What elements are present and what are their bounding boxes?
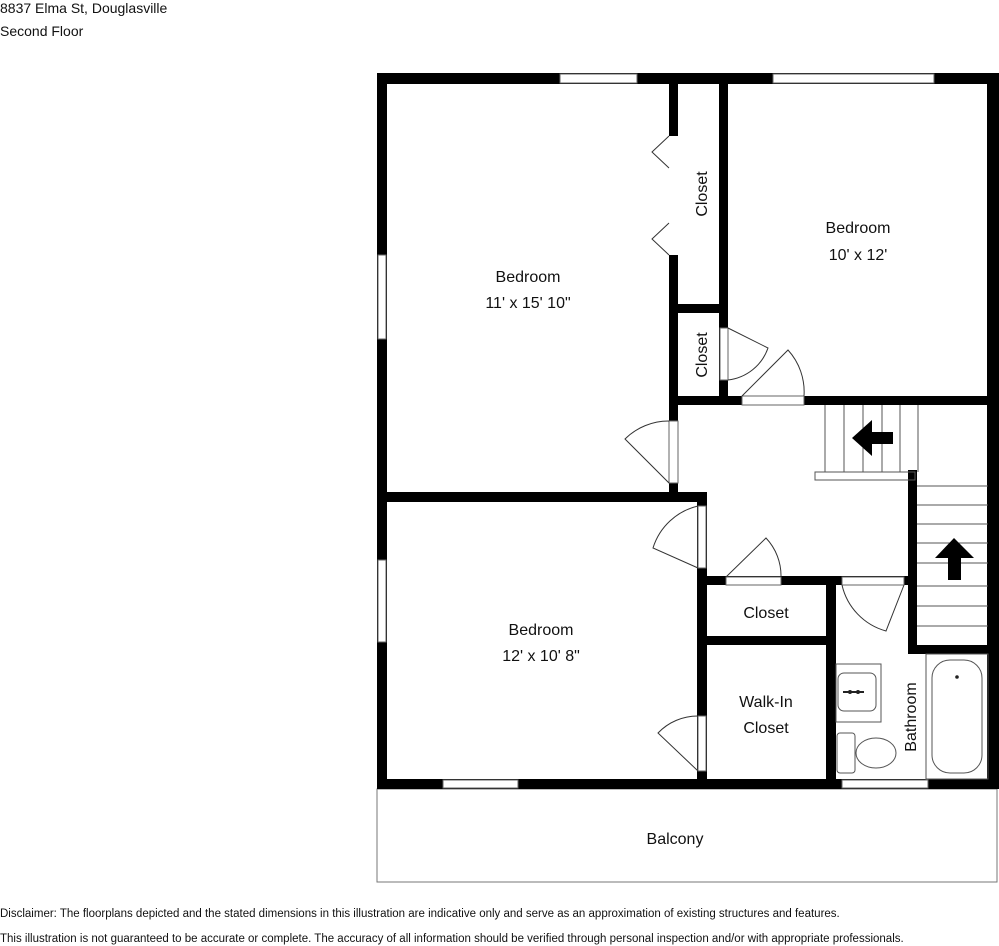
wall-bottom	[377, 779, 999, 789]
wall-closet-left-bottom	[669, 255, 678, 500]
disclaimer-line-2: This illustration is not guaranteed to b…	[0, 933, 904, 945]
door-bedroom-b	[741, 395, 805, 406]
window-left-lower	[377, 559, 387, 643]
closet-label-small: Closet	[694, 332, 711, 378]
door-swing-bathroom	[841, 584, 905, 632]
stairs-arrow-up-icon	[935, 538, 974, 580]
door-bedroom-a	[668, 420, 679, 484]
bedroom-b-size: 10' x 12'	[829, 247, 888, 264]
toilet	[836, 732, 897, 774]
bathtub	[925, 653, 989, 780]
door-balcony-opening	[442, 779, 519, 789]
wall-closet-divider	[678, 304, 719, 313]
bedroom-a-name: Bedroom	[496, 269, 561, 286]
door-bathroom	[841, 576, 905, 586]
window-top-left	[559, 73, 638, 84]
door-closet	[725, 576, 782, 586]
door-swing-small-closet	[727, 327, 769, 381]
window-top-right	[772, 73, 935, 84]
bedroom-b-name: Bedroom	[826, 220, 891, 237]
wall-bedroom-b-left	[719, 84, 728, 400]
door-bedroom-c	[697, 505, 707, 569]
window-left-upper	[377, 254, 387, 340]
stairs-lower	[917, 485, 988, 627]
balcony-area	[376, 788, 998, 883]
door-small-closet	[719, 327, 729, 381]
wall-bath-left	[826, 576, 836, 782]
stairs-upper	[814, 405, 919, 481]
floor-subtitle: Second Floor	[0, 23, 84, 39]
walkin-label-line2: Closet	[743, 720, 789, 737]
closet-label-upper: Closet	[694, 171, 711, 217]
balcony-label: Balcony	[647, 831, 704, 848]
address-title: 8837 Elma St, Douglasville	[0, 0, 168, 16]
closet-label-hall: Closet	[743, 605, 789, 622]
bathroom-label: Bathroom	[903, 682, 920, 751]
bedroom-c-size: 12' x 10' 8"	[502, 648, 580, 665]
wall-right	[987, 73, 999, 789]
door-swing-bedroom-a	[624, 420, 670, 484]
wall-walkin-top	[707, 636, 826, 645]
door-walkin	[697, 715, 707, 772]
walkin-label-line1: Walk-In	[739, 694, 793, 711]
bifold-door-upper	[651, 135, 670, 169]
wall-bedroom-a-bottom	[387, 492, 707, 502]
door-swing-bedroom-c	[652, 505, 699, 569]
wall-closet-left-top	[669, 84, 678, 136]
bifold-door-lower	[651, 222, 670, 256]
window-bath-bottom	[841, 779, 929, 789]
wall-top	[377, 73, 999, 84]
door-swing-walkin	[657, 715, 699, 772]
door-swing-bedroom-b	[741, 349, 805, 397]
wall-stair-bottom	[908, 645, 988, 654]
wall-left	[377, 73, 387, 789]
bedroom-a-size: 11' x 15' 10"	[485, 295, 570, 312]
wall-bedroom-c-right	[697, 492, 707, 782]
bedroom-c-name: Bedroom	[509, 622, 574, 639]
disclaimer-line-1: Disclaimer: The floorplans depicted and …	[0, 908, 840, 920]
sink	[835, 663, 882, 723]
door-swing-closet	[725, 537, 782, 578]
wall-stair-left	[908, 470, 917, 654]
stairs-arrow-left-icon	[852, 420, 893, 456]
wall-bedroom-b-bottom	[678, 396, 988, 405]
